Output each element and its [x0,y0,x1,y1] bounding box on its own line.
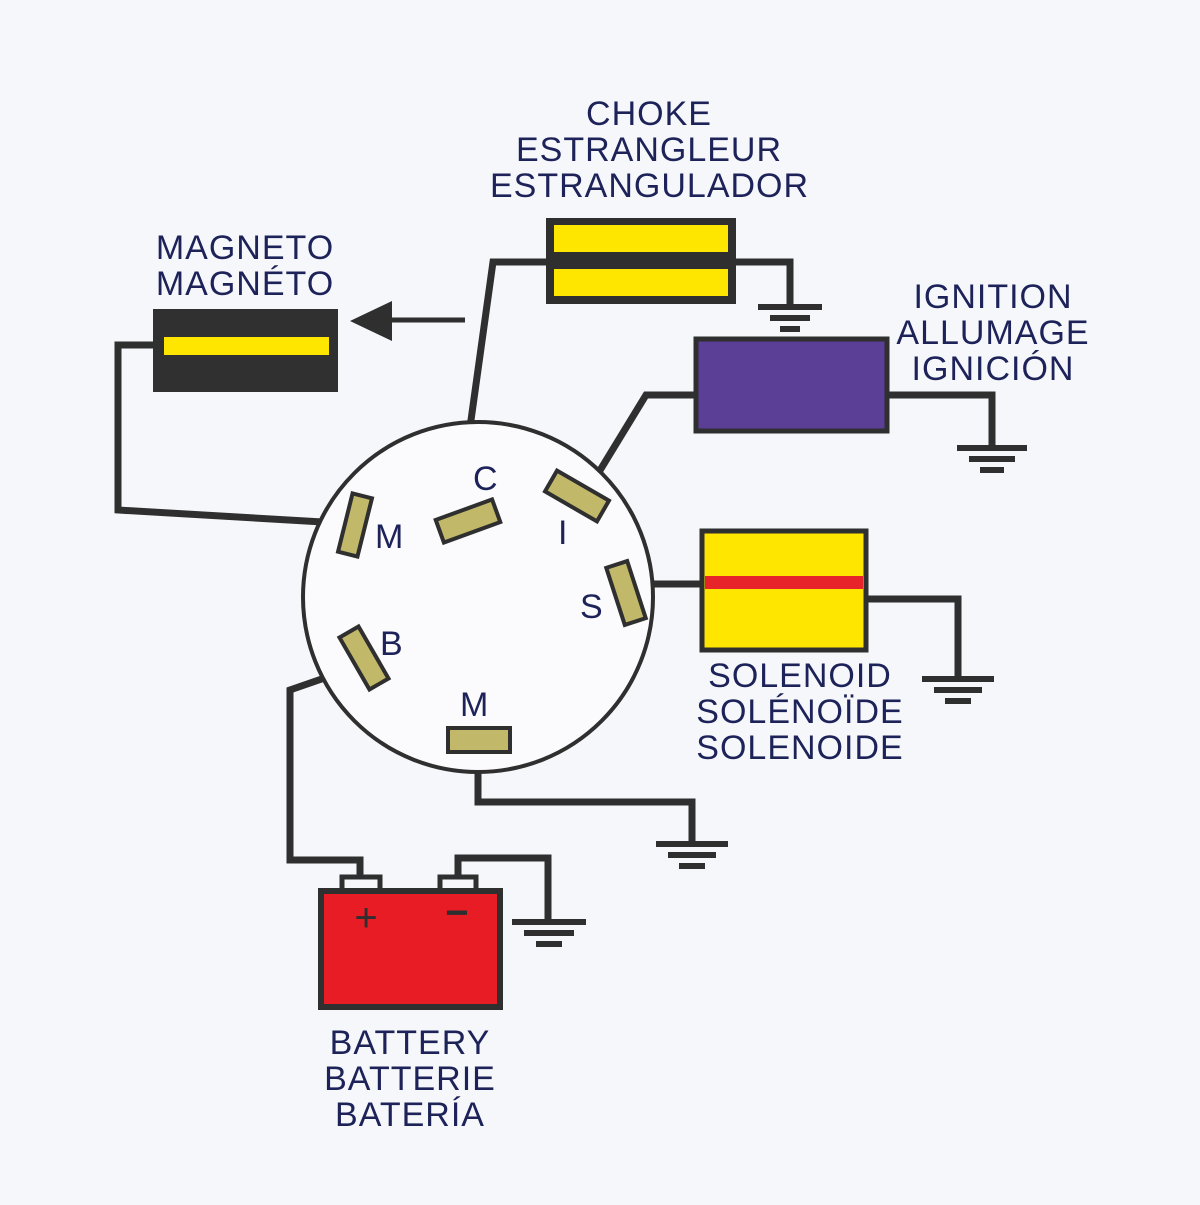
solenoid-label-en: SOLENOID [708,657,892,695]
switch-terminals [335,467,649,754]
ground-icon [922,676,994,704]
arrow-left-icon [350,301,465,341]
terminal-m-bottom [446,726,512,754]
terminal-label-m-top: M [375,518,404,556]
magneto-label-fr: MAGNÉTO [155,265,335,303]
magneto-label-en: MAGNETO [155,229,335,267]
ground-icon [656,841,728,869]
battery-label-es: BATERÍA [335,1096,485,1134]
battery-label-en: BATTERY [329,1024,491,1062]
terminal-b [336,623,392,693]
solenoid-label: SOLENOID SOLÉNOÏDE SOLENOIDE [680,658,920,766]
choke [546,218,736,304]
wire-ignition [585,391,696,492]
battery [318,874,503,1010]
terminal-label-i: I [558,514,568,552]
choke-label-en: CHOKE [586,95,712,133]
ignition-label-fr: ALLUMAGE [896,314,1090,352]
wire-ignition-ground [887,391,996,448]
solenoid-label-es: SOLENOIDE [696,729,904,767]
terminal-c [433,496,503,546]
ignition [693,336,890,434]
ignition-label: IGNITION ALLUMAGE IGNICIÓN [888,279,1098,387]
ignition-label-en: IGNITION [913,278,1073,316]
wire-m-ground [474,752,696,842]
terminal-label-b: B [380,625,403,663]
wire-battery-positive [286,661,364,880]
wire-choke-ground [735,258,794,307]
ignition-switch [301,420,655,774]
terminal-label-c: C [473,460,498,498]
wire-solenoid-ground [867,595,962,677]
choke-label: CHOKE ESTRANGLEUR ESTRANGULADOR [490,96,808,204]
ignition-label-es: IGNICIÓN [911,350,1075,388]
battery-label-fr: BATTERIE [324,1060,496,1098]
terminal-i [542,467,612,525]
ground-icon [758,304,822,332]
ground-symbols [512,304,1027,947]
battery-label: BATTERY BATTERIE BATERÍA [305,1025,515,1133]
choke-label-fr: ESTRANGLEUR [515,131,783,169]
terminal-label-s: S [580,588,603,626]
terminal-s [603,558,649,628]
choke-label-es: ESTRANGULADOR [490,167,810,205]
ground-icon [512,919,586,947]
wire-battery-negative [454,854,552,920]
terminal-m-top [335,491,375,559]
magneto-label: MAGNETO MAGNÉTO [145,230,345,302]
terminal-label-m-bottom: M [460,686,489,724]
battery-negative-sign: − [445,891,468,935]
solenoid-label-fr: SOLÉNOÏDE [696,693,904,731]
battery-positive-sign: + [354,896,377,940]
magneto [153,309,338,392]
wire-magneto [114,341,341,527]
solenoid [699,528,869,653]
ground-icon [957,445,1027,473]
